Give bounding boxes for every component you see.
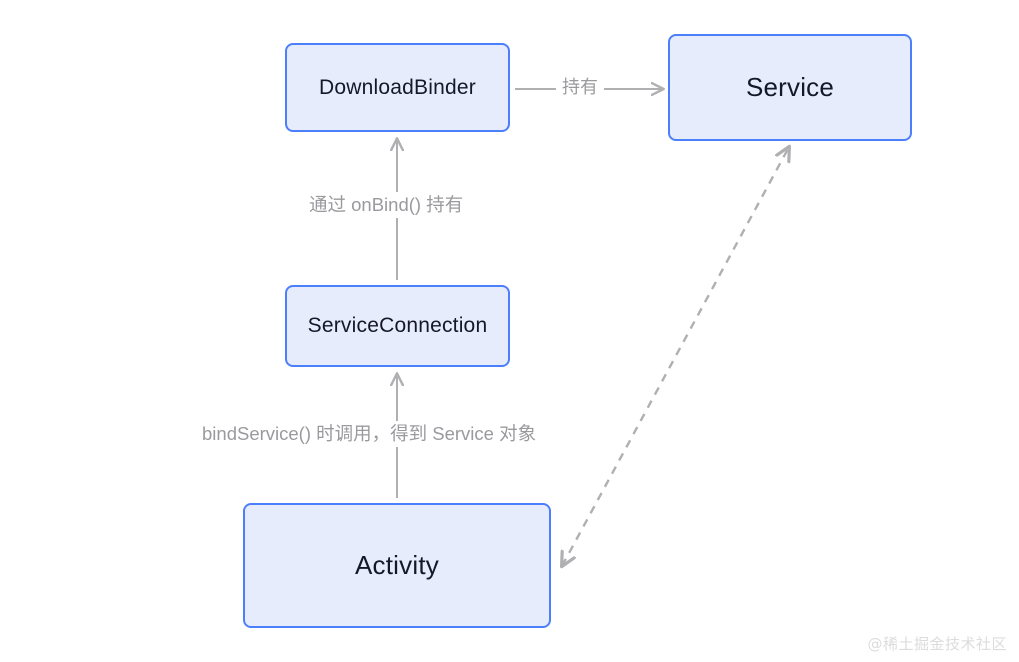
node-downloadbinder[interactable]: DownloadBinder: [285, 43, 510, 132]
node-activity[interactable]: Activity: [243, 503, 551, 628]
node-downloadbinder-label: DownloadBinder: [319, 75, 476, 99]
edge-label-hold: 持有: [556, 75, 604, 101]
edge-activity-service-dashed: [562, 147, 789, 566]
node-service-label: Service: [745, 72, 835, 102]
node-service[interactable]: Service: [668, 34, 912, 141]
edge-label-bindservice: bindService() 时调用，得到 Service 对象: [196, 421, 543, 448]
node-activity-label: Activity: [355, 550, 439, 580]
edge-label-onbind: 通过 onBind() 持有: [303, 192, 470, 219]
watermark: @稀土掘金技术社区: [867, 635, 1007, 653]
node-serviceconnection[interactable]: ServiceConnection: [285, 285, 510, 367]
node-serviceconnection-label: ServiceConnection: [307, 314, 488, 337]
